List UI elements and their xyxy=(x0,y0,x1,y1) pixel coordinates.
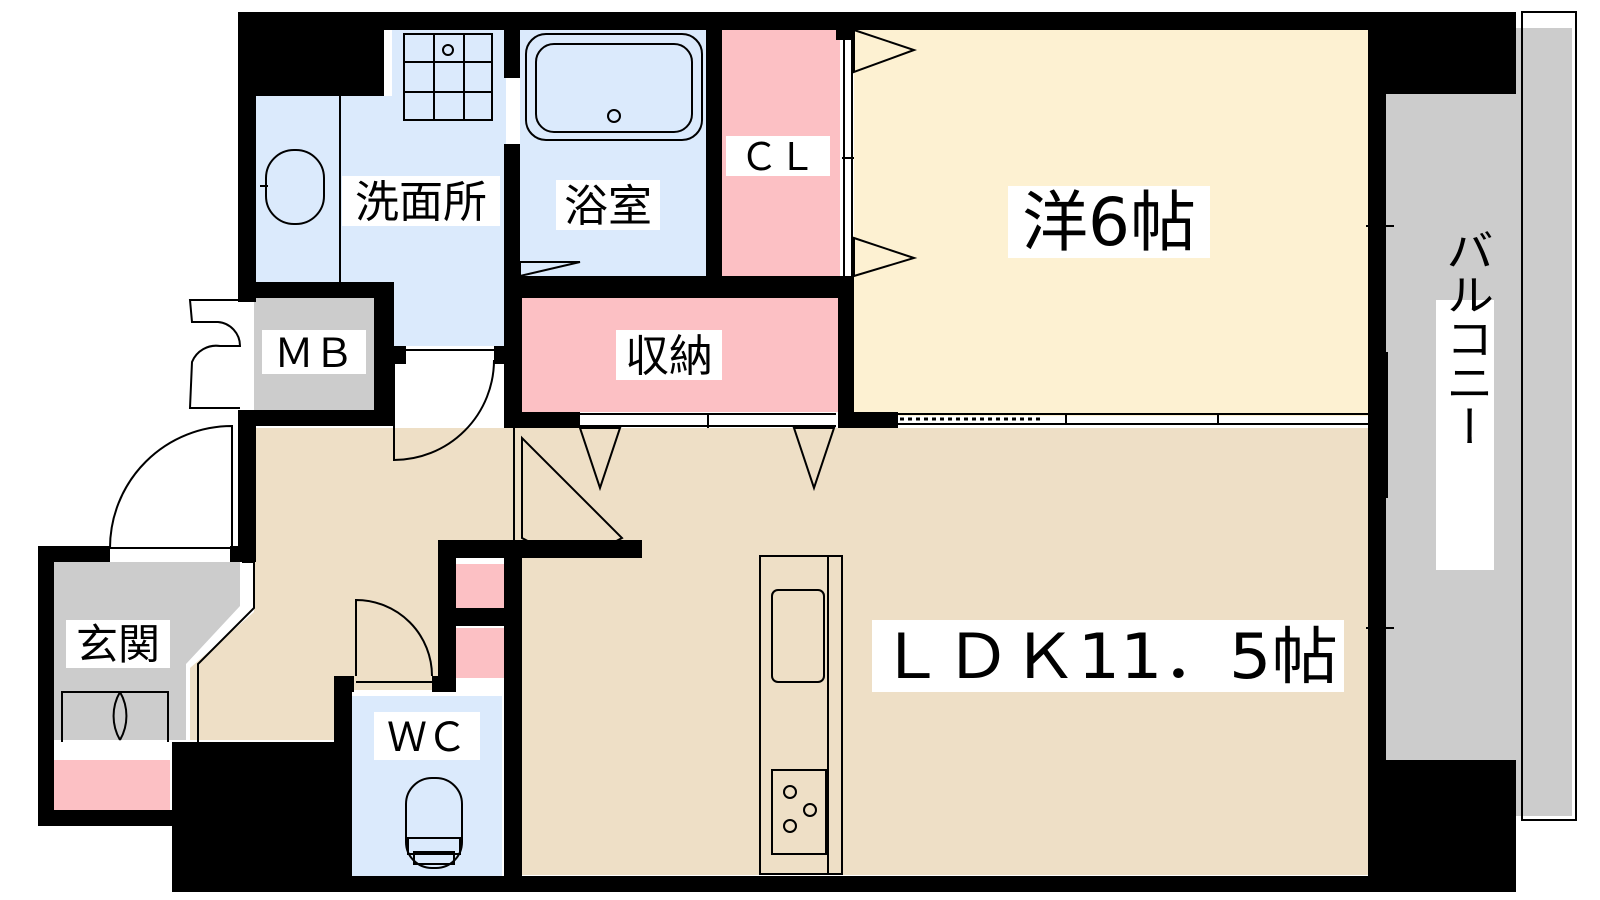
bathroom-label: 浴室 xyxy=(564,181,652,232)
room-labels: 洗面所 浴室 ＣＬ 洋6帖 収納 ＭＢ 玄関 ＷＣ ＬＤＫ11．5帖 バルコニー xyxy=(66,135,1494,761)
walls xyxy=(38,12,1516,892)
bathroom-area xyxy=(520,28,708,276)
storage-label: 収納 xyxy=(625,331,713,382)
closet-label: ＣＬ xyxy=(740,135,816,179)
door-swings xyxy=(61,28,1394,760)
toilet-label: ＷＣ xyxy=(387,715,467,761)
western-room-label: 洋6帖 xyxy=(1022,184,1196,261)
entrance-label: 玄関 xyxy=(76,620,160,669)
balcony-label: バルコニー xyxy=(1437,228,1493,448)
balcony-outline xyxy=(1521,11,1577,821)
meter-box-label: ＭＢ xyxy=(274,331,354,377)
toilet-storage-2 xyxy=(456,628,504,678)
fixtures xyxy=(260,33,843,875)
washroom-label: 洗面所 xyxy=(355,177,487,228)
ldk-label: ＬＤＫ11．5帖 xyxy=(878,620,1338,693)
hallway-area xyxy=(190,428,514,740)
entrance-storage xyxy=(54,760,170,810)
toilet-storage-1 xyxy=(456,564,504,610)
